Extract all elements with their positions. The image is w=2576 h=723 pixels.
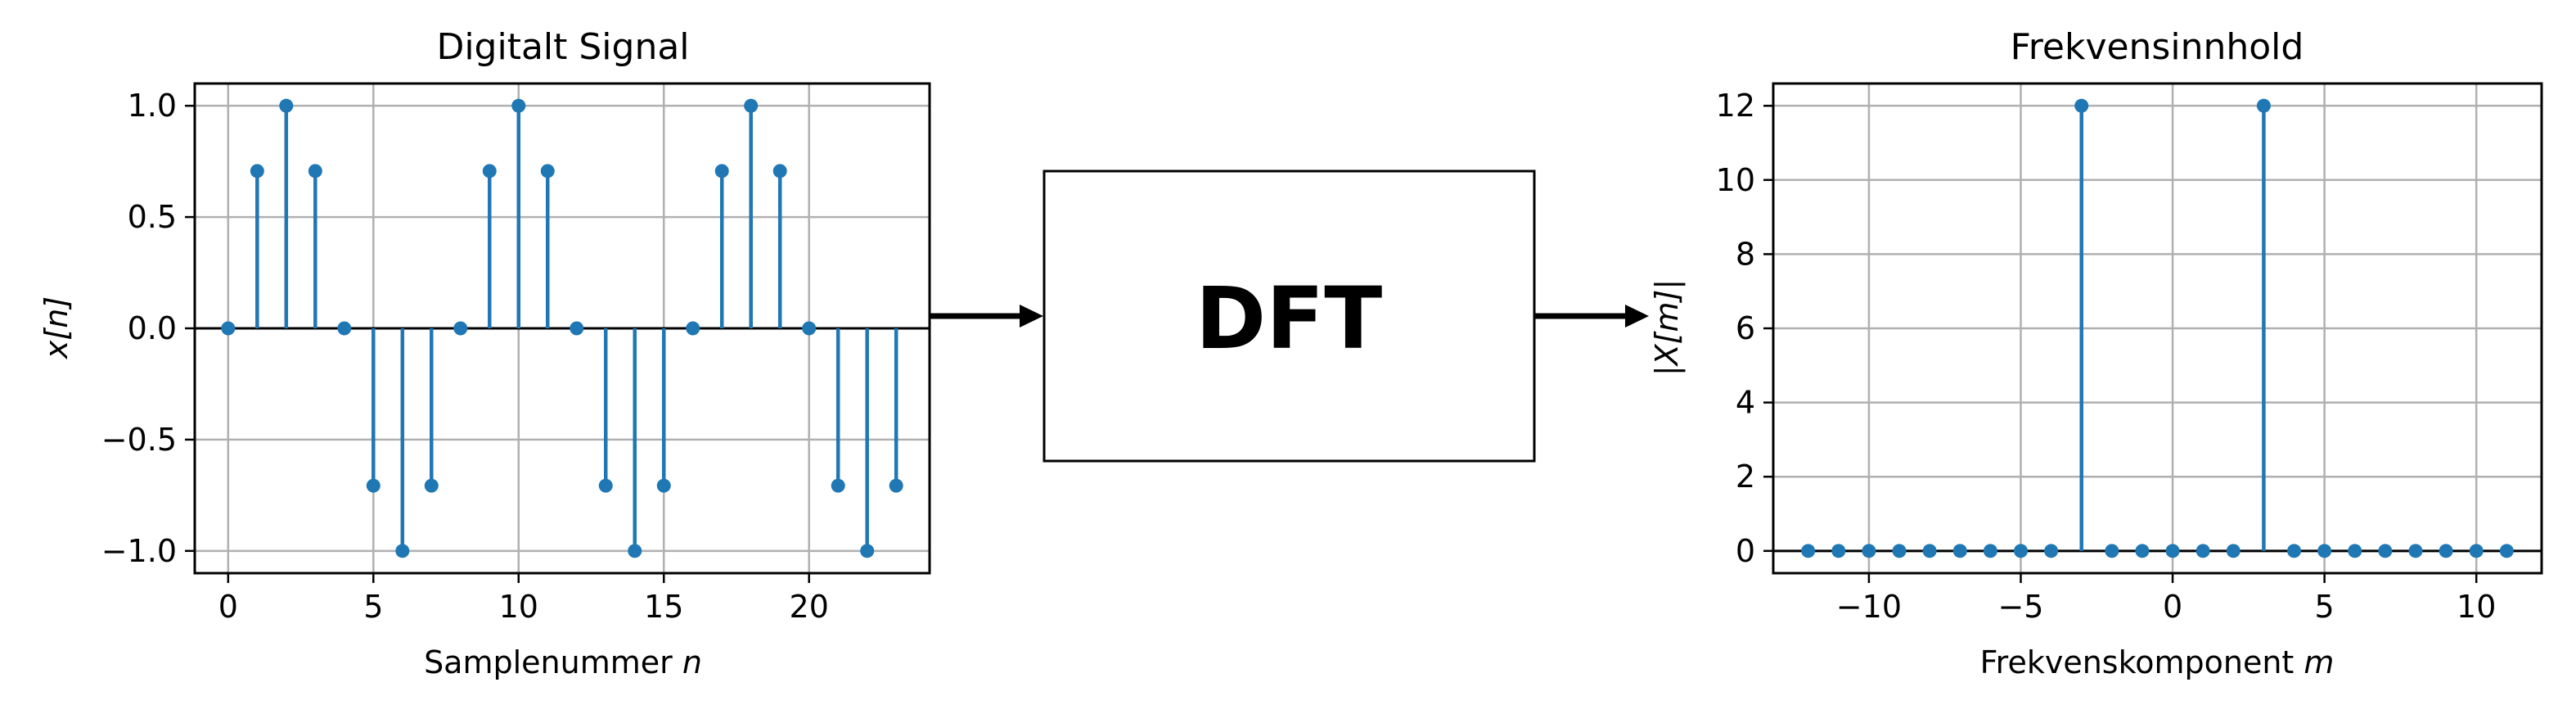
stem-marker: [308, 164, 322, 178]
stem-marker: [1952, 544, 1967, 558]
y-tick-label: −0.5: [101, 422, 177, 458]
stem-marker: [1862, 544, 1876, 558]
x-tick-label: 10: [2457, 589, 2496, 625]
y-tick-label: 12: [1716, 88, 1755, 124]
x-tick-label: 5: [363, 589, 383, 625]
y-tick-label: 0.5: [128, 199, 177, 235]
stem-marker: [2195, 544, 2210, 558]
stem-marker: [598, 478, 613, 493]
y-tick-label: 6: [1736, 310, 1755, 346]
stem-marker: [2287, 544, 2302, 558]
stem-marker: [482, 164, 497, 178]
stem-marker: [424, 478, 439, 493]
dft-block: [1043, 169, 1536, 463]
x-tick-label: −10: [1836, 589, 1902, 625]
stem-marker: [337, 321, 352, 336]
stem-marker: [889, 478, 903, 493]
x-tick-label: 0: [2163, 589, 2182, 625]
stem-marker: [570, 321, 584, 336]
x-tick-label: 0: [218, 589, 238, 625]
y-tick-label: 2: [1736, 459, 1755, 495]
stem-marker: [2499, 544, 2514, 558]
stem-marker: [511, 98, 526, 113]
x-tick-label: −5: [1997, 589, 2043, 625]
stem-marker: [2256, 98, 2271, 113]
stem-marker: [714, 164, 729, 178]
stem-marker: [2013, 544, 2028, 558]
x-axis-label-text: Samplenummer: [424, 644, 682, 680]
stem-marker: [802, 321, 817, 336]
stem-marker: [250, 164, 264, 178]
stem-marker: [2044, 544, 2059, 558]
stem-marker: [2378, 544, 2393, 558]
x-tick-label: 5: [2315, 589, 2335, 625]
stem-marker: [628, 544, 642, 558]
dft-block-label: DFT: [1196, 269, 1382, 368]
x-axis-label-var: m: [2304, 644, 2334, 680]
x-axis-label: Samplenummer n: [424, 644, 702, 680]
y-tick-label: 0.0: [128, 310, 177, 346]
grid: [1773, 84, 2542, 573]
y-axis-label: x[n]: [38, 296, 74, 359]
stem-marker: [1801, 544, 1816, 558]
y-tick-label: 1.0: [128, 88, 177, 124]
stem-marker: [453, 321, 468, 336]
stem-marker: [831, 478, 845, 493]
y-tick-label: 4: [1736, 385, 1755, 421]
stem-marker: [1922, 544, 1937, 558]
stem-marker: [2135, 544, 2150, 558]
chart-title: Frekvensinnhold: [2011, 26, 2304, 68]
y-tick-label: −1.0: [101, 533, 177, 569]
frequency-domain-chart: Frekvensinnhold −10 −5 0 5 10 0 2 4 6 8 10 12 Frekv…: [1649, 26, 2543, 680]
chart-title: Digitalt Signal: [436, 26, 689, 68]
stem-series: [195, 98, 930, 558]
stem-marker: [2348, 544, 2362, 558]
tick-marks: 0 5 10 15 20 −1.0 −0.5 0.0 0.5 1.0: [101, 88, 829, 625]
x-axis-label-var: n: [682, 644, 702, 680]
y-tick-label: 10: [1716, 162, 1755, 198]
x-axis-label: Frekvenskomponent m: [1980, 644, 2335, 680]
stem-marker: [1831, 544, 1846, 558]
y-tick-label: 8: [1736, 236, 1755, 272]
x-tick-label: 15: [644, 589, 683, 625]
stem-marker: [1983, 544, 1997, 558]
stem-marker: [2074, 98, 2089, 113]
tick-marks: −10 −5 0 5 10 0 2 4 6 8 10 12: [1716, 88, 2497, 625]
stem-marker: [2469, 544, 2484, 558]
stem-marker: [656, 478, 671, 493]
stem-marker: [772, 164, 787, 178]
x-tick-label: 10: [499, 589, 538, 625]
y-tick-label: 0: [1736, 533, 1755, 569]
stem-marker: [2165, 544, 2180, 558]
stem-marker: [366, 478, 381, 493]
stem-series: [1773, 98, 2542, 558]
stem-marker: [1892, 544, 1907, 558]
stem-marker: [686, 321, 700, 336]
x-tick-label: 20: [790, 589, 829, 625]
stem-marker: [860, 544, 875, 558]
input-arrow-head: [1020, 305, 1043, 328]
stem-marker: [221, 321, 236, 336]
stem-marker: [540, 164, 555, 178]
stem-marker: [2317, 544, 2332, 558]
y-axis-label: |X[m]|: [1649, 279, 1686, 376]
signal-flow: DFT: [930, 169, 1649, 463]
stem-marker: [279, 98, 294, 113]
stem-marker: [744, 98, 759, 113]
output-arrow-head: [1625, 305, 1649, 328]
stem-marker: [2226, 544, 2240, 558]
time-domain-chart: Digitalt Signal 0 5 10 15 20 −1.0 −0.5 0.0 0.5 1.…: [38, 26, 931, 680]
stem-marker: [395, 544, 410, 558]
stem-marker: [2439, 544, 2453, 558]
stem-marker: [2408, 544, 2423, 558]
stem-marker: [2105, 544, 2119, 558]
x-axis-label-text: Frekvenskomponent: [1980, 644, 2304, 680]
